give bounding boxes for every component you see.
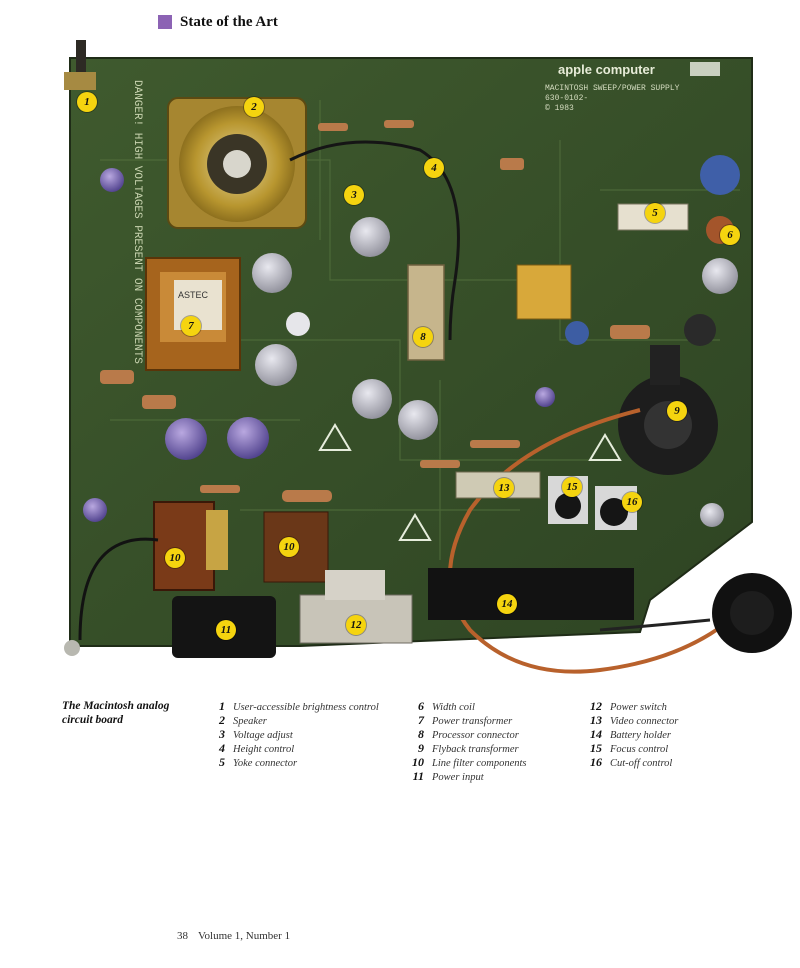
callout-5: 5 bbox=[645, 203, 665, 223]
legend-item: 5 Yoke connector bbox=[205, 755, 379, 769]
legend-label: Flyback transformer bbox=[432, 744, 519, 755]
legend-label: Video connector bbox=[610, 716, 679, 727]
legend-item: 15 Focus control bbox=[582, 741, 678, 755]
legend-number: 13 bbox=[590, 713, 602, 727]
board-logo-text: apple computer bbox=[558, 62, 655, 77]
legend-number: 11 bbox=[412, 769, 424, 783]
callout-9: 9 bbox=[667, 401, 687, 421]
legend-number: 5 bbox=[219, 755, 225, 769]
legend-number: 6 bbox=[418, 699, 424, 713]
callout-12: 12 bbox=[346, 615, 366, 635]
section-header: State of the Art bbox=[158, 12, 278, 32]
section-color-square bbox=[158, 15, 172, 29]
legend-label: Line filter components bbox=[432, 758, 527, 769]
legend-number: 4 bbox=[219, 741, 225, 755]
board-model-text: MACINTOSH SWEEP/POWER SUPPLY bbox=[545, 84, 680, 93]
legend-item: 7 Power transformer bbox=[404, 713, 527, 727]
callout-10b: 10 bbox=[279, 537, 299, 557]
legend-number: 1 bbox=[219, 699, 225, 713]
legend-number: 10 bbox=[412, 755, 424, 769]
legend-item: 12 Power switch bbox=[582, 699, 678, 713]
callout-3: 3 bbox=[344, 185, 364, 205]
callout-15: 15 bbox=[562, 477, 582, 497]
caption-title: The Macintosh analog circuit board bbox=[62, 700, 170, 726]
legend-item: 11 Power input bbox=[404, 769, 527, 783]
legend-column-1: 1 User-accessible brightness control 2 Spe… bbox=[205, 699, 379, 769]
legend-item: 8 Processor connector bbox=[404, 727, 527, 741]
legend-number: 12 bbox=[590, 699, 602, 713]
legend-number: 16 bbox=[590, 755, 602, 769]
legend-number: 9 bbox=[418, 741, 424, 755]
callout-11: 11 bbox=[216, 620, 236, 640]
legend-number: 2 bbox=[219, 713, 225, 727]
callout-14: 14 bbox=[497, 594, 517, 614]
legend-column-2: 6 Width coil 7 Power transformer 8 Processo… bbox=[404, 699, 527, 783]
section-title: State of the Art bbox=[180, 13, 278, 30]
board-part-text: 630-0102- bbox=[545, 94, 588, 103]
page-number: 38 bbox=[177, 930, 188, 942]
legend-item: 6 Width coil bbox=[404, 699, 527, 713]
legend-item: 16 Cut-off control bbox=[582, 755, 678, 769]
legend-item: 2 Speaker bbox=[205, 713, 379, 727]
legend-item: 14 Battery holder bbox=[582, 727, 678, 741]
legend-number: 7 bbox=[418, 713, 424, 727]
legend-item: 4 Height control bbox=[205, 741, 379, 755]
callout-7: 7 bbox=[181, 316, 201, 336]
legend-label: Voltage adjust bbox=[233, 730, 293, 741]
legend-item: 3 Voltage adjust bbox=[205, 727, 379, 741]
callout-16: 16 bbox=[622, 492, 642, 512]
callout-10a: 10 bbox=[165, 548, 185, 568]
legend-number: 3 bbox=[219, 727, 225, 741]
legend-number: 15 bbox=[590, 741, 602, 755]
callout-6: 6 bbox=[720, 225, 740, 245]
issue-label: Volume 1, Number 1 bbox=[198, 930, 291, 942]
board-year-text: © 1983 bbox=[545, 104, 574, 113]
legend-label: Battery holder bbox=[610, 730, 671, 741]
legend-label: Height control bbox=[233, 744, 295, 755]
page-footer: 38 Volume 1, Number 1 bbox=[177, 930, 300, 942]
legend-item: 10 Line filter components bbox=[404, 755, 527, 769]
callout-2: 2 bbox=[244, 97, 264, 117]
board-warning-text: DANGER! HIGH VOLTAGES PRESENT ON COMPONE… bbox=[131, 80, 143, 364]
legend-label: Cut-off control bbox=[610, 758, 673, 769]
callout-1: 1 bbox=[77, 92, 97, 112]
legend-column-3: 12 Power switch 13 Video connector 14 Batte… bbox=[582, 699, 678, 769]
legend-label: Width coil bbox=[432, 702, 475, 713]
legend-label: Yoke connector bbox=[233, 758, 298, 769]
legend-label: Power switch bbox=[610, 702, 667, 713]
legend-label: Focus control bbox=[610, 744, 669, 755]
transformer-label-text: ASTEC bbox=[178, 290, 209, 300]
legend-item: 9 Flyback transformer bbox=[404, 741, 527, 755]
legend-label: Power transformer bbox=[432, 716, 513, 727]
callout-8: 8 bbox=[413, 327, 433, 347]
legend-number: 14 bbox=[590, 727, 602, 741]
legend-label: Power input bbox=[432, 772, 484, 783]
legend-item: 13 Video connector bbox=[582, 713, 678, 727]
circuit-board-photo: DANGER! HIGH VOLTAGES PRESENT ON COMPONE… bbox=[0, 40, 800, 680]
legend-item: 1 User-accessible brightness control bbox=[205, 699, 379, 713]
legend-label: Processor connector bbox=[432, 730, 519, 741]
legend-number: 8 bbox=[418, 727, 424, 741]
callout-4: 4 bbox=[424, 158, 444, 178]
legend-label: Speaker bbox=[233, 716, 267, 727]
callout-13: 13 bbox=[494, 478, 514, 498]
legend-label: User-accessible brightness control bbox=[233, 702, 379, 713]
